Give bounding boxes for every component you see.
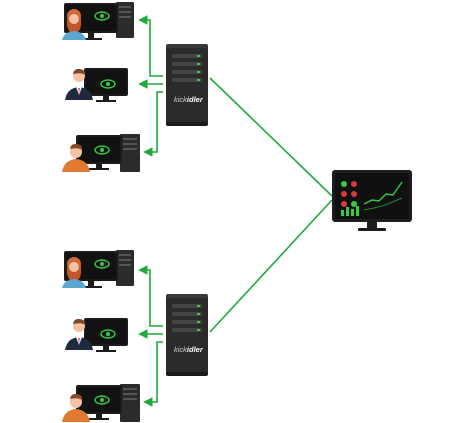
link-top-server-to-dashboard xyxy=(209,77,333,197)
server-logo-prefix: kick xyxy=(174,345,188,354)
workstation-man-suit xyxy=(65,68,128,102)
workstation-woman xyxy=(62,2,134,40)
server-logo-suffix: idler xyxy=(187,95,204,104)
workstation-woman xyxy=(62,250,134,288)
server-icon: kickidler xyxy=(166,294,208,376)
group-bottom: kickidler xyxy=(62,250,208,422)
group-top: kickidler xyxy=(62,2,208,172)
svg-text:kickidler: kickidler xyxy=(174,345,204,354)
workstation-man-orange xyxy=(62,134,140,172)
arrow-icon xyxy=(138,15,163,157)
workstation-man-orange xyxy=(62,384,140,422)
server-logo-prefix: kick xyxy=(174,95,188,104)
server-logo-suffix: idler xyxy=(187,345,204,354)
svg-text:kickidler: kickidler xyxy=(174,95,204,104)
workstation-man-suit xyxy=(65,318,128,352)
link-bottom-server-to-dashboard xyxy=(209,199,333,333)
server-icon: kickidler xyxy=(166,44,208,126)
arrow-icon xyxy=(138,265,163,407)
dashboard-monitor-icon xyxy=(332,170,412,231)
